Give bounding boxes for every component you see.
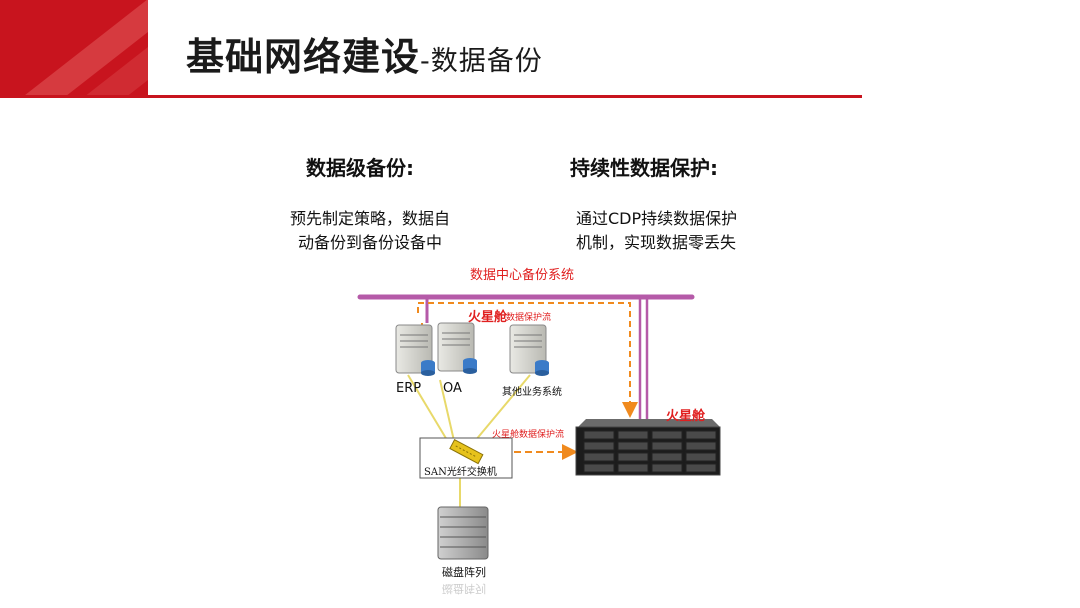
server-erp-icon: [395, 324, 435, 376]
cdp-heading: 持续性数据保护:: [570, 156, 718, 180]
server-other-label: 其他业务系统: [502, 387, 562, 398]
header-accent-band: [0, 0, 148, 97]
data-level-backup-desc-line2: 动备份到备份设备中: [298, 233, 443, 252]
san-switch-box: [419, 437, 513, 479]
server-other-icon: [509, 324, 549, 376]
san-switch-label: SAN光纤交换机: [424, 467, 497, 478]
data-level-backup-heading: 数据级备份:: [306, 156, 414, 180]
title-underline: [0, 95, 862, 98]
backup-architecture-diagram: 数据中心备份系统 火星舱 数据保护流 ERP OA 其他业务系统 火星舱 火星舱…: [340, 255, 740, 608]
san-links: [407, 374, 531, 507]
disk-array-label-reflection: 磁盘阵列: [442, 582, 486, 595]
cdp-desc-line2: 机制，实现数据零丢失: [576, 233, 737, 252]
san-switch-icon: [449, 438, 484, 465]
disk-array-label: 磁盘阵列: [442, 566, 486, 579]
server-oa-icon: [437, 322, 477, 374]
title-sub: -数据备份: [420, 46, 543, 77]
title-main: 基础网络建设: [186, 35, 421, 79]
server-erp-label: ERP: [396, 381, 422, 396]
storage-brand-label: 火星舱: [666, 409, 706, 424]
diagram-graphics: [357, 294, 721, 560]
page-title: 基础网络建设-数据备份: [186, 26, 543, 81]
disk-array-icon: [437, 506, 489, 560]
storage-server-icon: [575, 419, 721, 476]
data-level-backup-desc-line1: 预先制定策略，数据自: [290, 209, 451, 228]
brand-label-top: 火星舱: [468, 310, 508, 325]
server-oa-label: OA: [443, 381, 462, 396]
backup-system-label: 数据中心备份系统: [470, 268, 575, 283]
flow-label-mid: 火星舱数据保护流: [492, 430, 565, 440]
flow-label-top: 数据保护流: [506, 313, 552, 323]
protection-flow-top: [417, 302, 638, 418]
cdp-desc-line1: 通过CDP持续数据保护: [576, 209, 738, 228]
